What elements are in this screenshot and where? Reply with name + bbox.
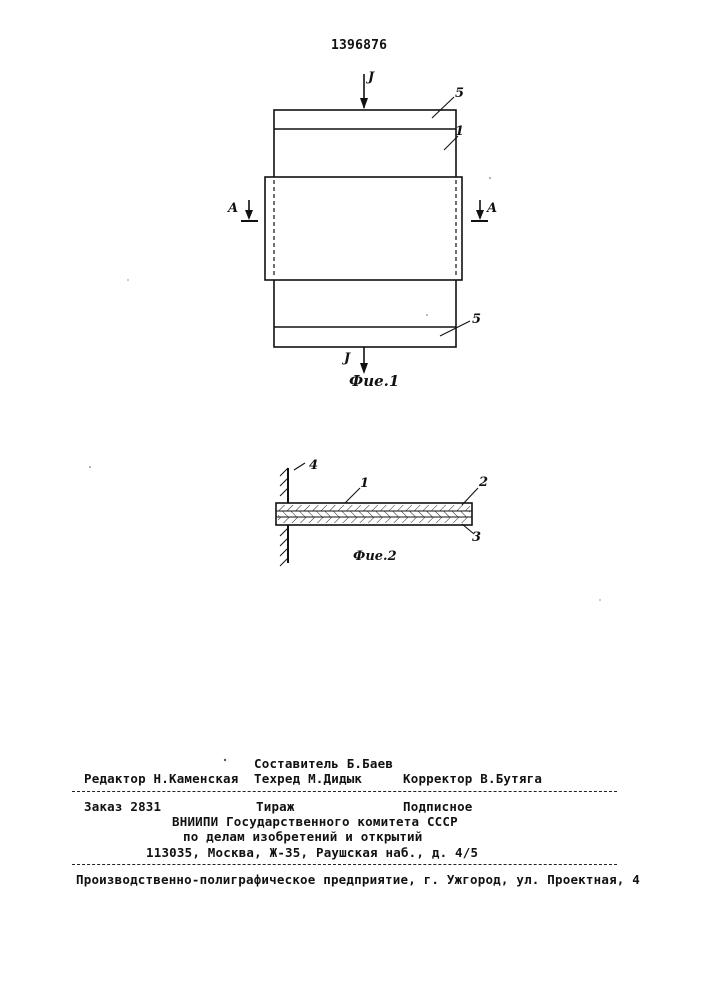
- compiler: Составитель Б.Баев: [254, 756, 393, 771]
- divider-bottom: [72, 864, 617, 865]
- techred: Техред М.Дидык: [254, 771, 362, 786]
- fig1-label-current-top: J: [368, 70, 374, 85]
- fig1-label-1: 1: [455, 124, 464, 139]
- order: Заказ 2831: [84, 799, 161, 814]
- fig1-label-5-bottom: 5: [472, 312, 481, 327]
- fig2-label-2: 2: [479, 475, 488, 490]
- fig2-label-4: 4: [309, 458, 318, 473]
- fig2-label-3: 3: [472, 530, 481, 545]
- divider-top: [72, 791, 617, 792]
- circulation: Тираж: [256, 799, 295, 814]
- editor: Редактор Н.Каменская: [84, 771, 239, 786]
- corrector: Корректор В.Бутяга: [403, 771, 542, 786]
- fig1-label-5-top: 5: [455, 86, 464, 101]
- central-block: [265, 177, 462, 280]
- subscription: Подписное: [403, 799, 473, 814]
- address: 113035, Москва, Ж-35, Раушская наб., д. …: [146, 845, 478, 860]
- org-line-1: ВНИИПИ Государственного комитета СССР: [172, 814, 458, 829]
- printer: Производственно-полиграфическое предприя…: [76, 872, 640, 887]
- fig2-caption: Фие.2: [353, 549, 397, 564]
- fig1-section-right: A: [487, 201, 497, 216]
- fig2-label-1: 1: [360, 476, 369, 491]
- fig1-caption: Фие.1: [349, 372, 399, 390]
- fig1-section-left: A: [228, 201, 238, 216]
- figure-1: [241, 74, 488, 374]
- org-line-2: по делам изобретений и открытий: [183, 829, 423, 844]
- patent-number: 1396876: [331, 38, 387, 53]
- fig1-label-current-bottom: J: [344, 351, 350, 366]
